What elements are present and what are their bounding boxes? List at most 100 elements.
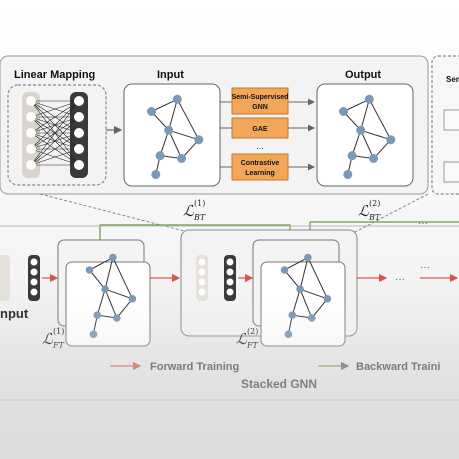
ellipsis-top: ··· (418, 218, 428, 229)
graph-node (128, 295, 137, 303)
graph-edge (307, 257, 328, 300)
svg-text:BT: BT (368, 213, 381, 222)
mlp-edge (30, 148, 80, 166)
side-box-2 (443, 161, 459, 183)
vector-node (30, 268, 38, 276)
graph-node (172, 94, 182, 104)
graph-edge (176, 99, 200, 140)
method-contrastive-box (231, 153, 289, 181)
graph-node (284, 330, 293, 339)
vector-node (198, 278, 206, 286)
graph-node (347, 151, 357, 161)
vector-node (226, 268, 234, 276)
graph-node (280, 266, 289, 274)
graph-edge (168, 130, 183, 159)
graph-edge (299, 257, 309, 290)
gnn2-front-card (260, 261, 346, 347)
mlp-node (26, 144, 36, 154)
graph-node (296, 285, 304, 294)
stacked-gnn-label: Stacked GNN (241, 377, 317, 391)
mlp-edge (30, 116, 80, 166)
graph-edge (360, 129, 391, 141)
svg-text:ℒ: ℒ (183, 202, 195, 220)
graph-node (164, 125, 174, 135)
graph-node (113, 314, 121, 322)
mlp-edge (30, 100, 80, 166)
svg-text:(2): (2) (247, 327, 258, 336)
vector-node (198, 268, 206, 276)
mlp-node (26, 112, 36, 122)
mlp-node (74, 96, 84, 106)
method-contrastive-label-2: Learning (245, 170, 275, 177)
vector-node (198, 288, 206, 296)
mlp-node (74, 160, 84, 170)
graph-node (343, 169, 353, 179)
linear-mapping-title: Linear Mapping (14, 69, 95, 81)
mlp-edge (30, 100, 80, 118)
mlp-edge (30, 100, 80, 150)
vector-node (30, 278, 38, 286)
input-graph (147, 94, 204, 179)
ellipsis-right: ··· (420, 262, 430, 273)
svg-text:(2): (2) (369, 199, 380, 208)
input-title: Input (157, 69, 184, 81)
graph-edge (104, 288, 133, 300)
method-gae-box (231, 117, 289, 139)
graph-node (304, 253, 312, 262)
mlp-network (22, 92, 88, 178)
graph-node (323, 295, 332, 303)
loss-ft1: ℒ FT (1) (42, 327, 65, 350)
graph-edge (284, 257, 309, 271)
svg-text:FT: FT (52, 341, 65, 350)
method-semi-supervised-label: Semi-Supervised (232, 94, 289, 101)
mlp-node (26, 160, 36, 170)
graph-node (109, 253, 117, 262)
graph-node (339, 107, 348, 116)
mlp-node (26, 96, 36, 106)
graph-node (369, 154, 379, 163)
graph-node (155, 151, 165, 161)
loss-ft2: ℒ FT (2) (236, 327, 259, 350)
linear-mapping-box (7, 84, 107, 186)
graph-edge (112, 257, 133, 300)
method-semi-supervised-label-2: GNN (252, 104, 268, 111)
mlp-node (74, 128, 84, 138)
forward-training-label: Forward Training (150, 361, 239, 373)
loss-bt2: ℒ BT (2) (358, 199, 381, 222)
output-graph (339, 94, 396, 179)
graph-edge (168, 129, 199, 141)
vector-node (30, 288, 38, 296)
loss-bt1: ℒ BT (1) (183, 199, 206, 222)
graph-edge (360, 99, 370, 131)
method-contrastive-label: Contrastive (241, 160, 280, 167)
graph-node (93, 311, 102, 319)
graph-node (89, 330, 98, 339)
graph-node (151, 169, 161, 179)
graph-node (308, 314, 316, 322)
graph-edge (151, 98, 178, 112)
ellipsis-mid: ··· (395, 274, 405, 285)
svg-text:(1): (1) (53, 327, 64, 336)
method-gae-label: GAE (252, 126, 268, 133)
graph-edge (89, 269, 106, 290)
graph-edge (89, 257, 114, 271)
method-semi-supervised-box (231, 87, 289, 115)
backward-training-label: Backward Traini (356, 361, 440, 373)
svg-text:BT: BT (193, 213, 206, 222)
graph-edge (168, 99, 178, 131)
graph-edge (343, 98, 370, 112)
input-vector-block2 (196, 255, 236, 301)
output-title: Output (345, 69, 381, 81)
graph-edge (360, 130, 375, 159)
gnn1-front-card (65, 261, 151, 347)
side-box-1 (443, 109, 459, 131)
vector-node (30, 258, 38, 266)
mlp-node (74, 144, 84, 154)
graph-node (364, 94, 374, 104)
svg-text:(1): (1) (194, 199, 205, 208)
vector-node (226, 278, 234, 286)
mlp-node (26, 128, 36, 138)
mlp-edge (30, 100, 80, 134)
method-lines (220, 98, 315, 171)
input-vector-left (0, 255, 40, 301)
